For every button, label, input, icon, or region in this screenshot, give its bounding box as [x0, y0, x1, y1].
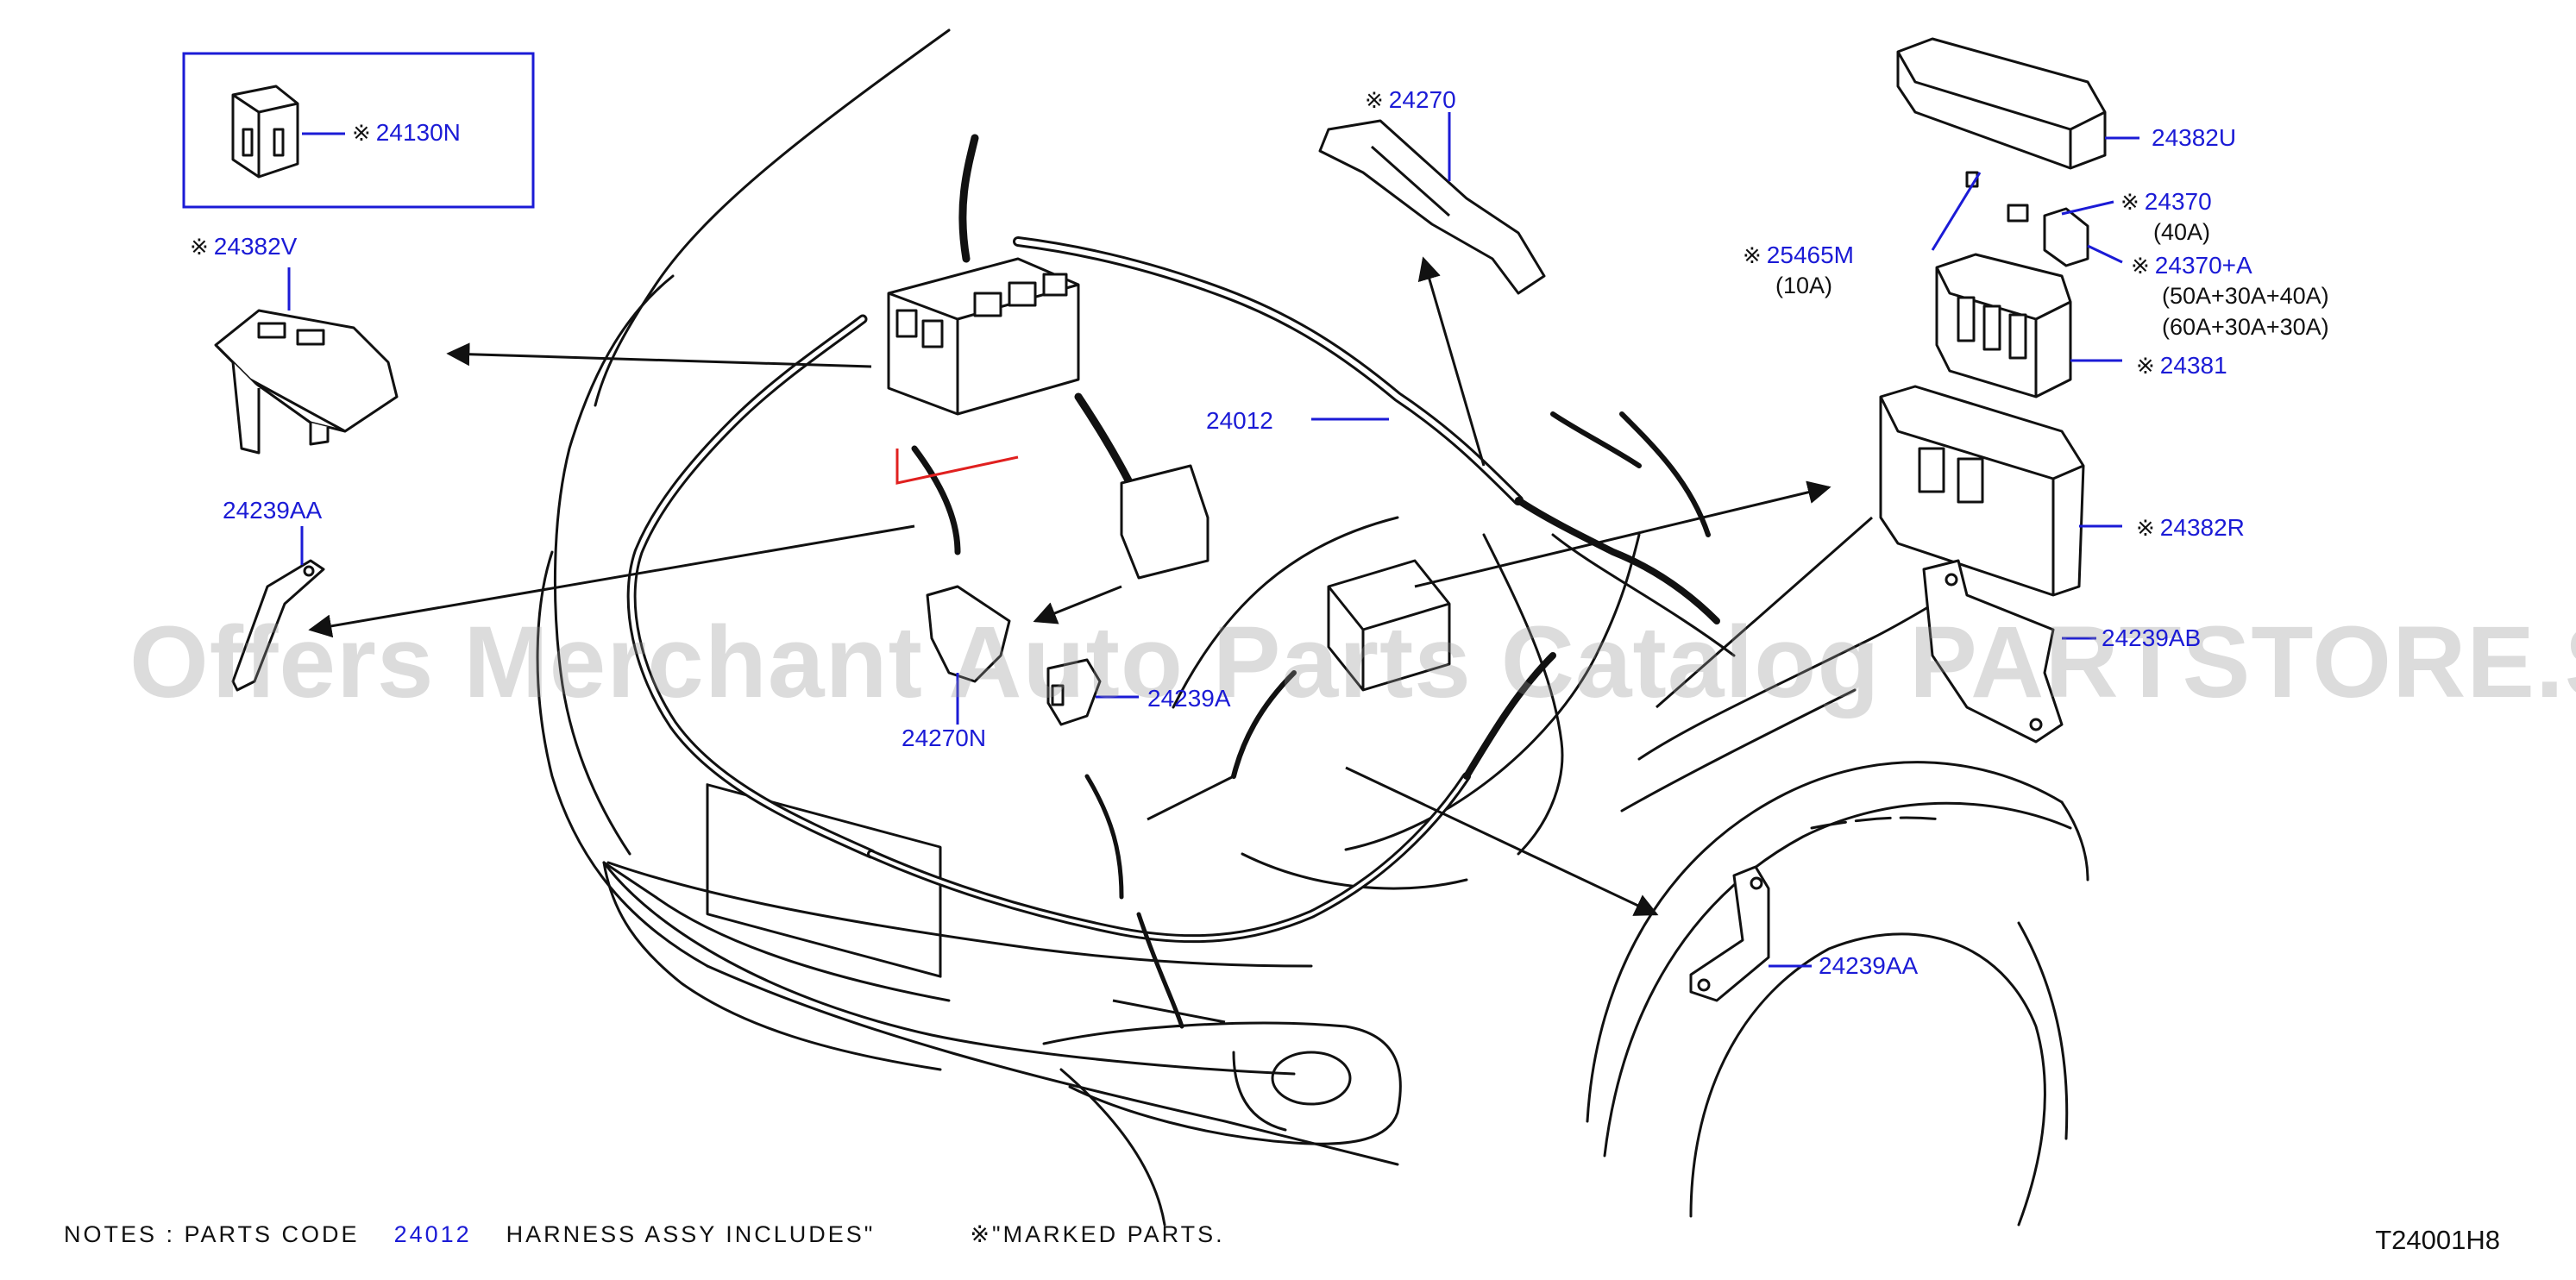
callout-text: 24130N [375, 119, 461, 146]
marked-symbol: ※ [970, 1221, 992, 1247]
callout-text: 24381 [2159, 352, 2227, 379]
relay-inset-frame [182, 52, 535, 209]
callout-text: 24270N [902, 725, 987, 751]
drawing-number: T24001H8 [2375, 1225, 2500, 1255]
part-24239AB-bracket [1922, 559, 2064, 744]
notes-parts-code[interactable]: 24012 [393, 1221, 472, 1247]
vehicle-body-outline [536, 28, 2089, 1227]
marked-symbol: ※ [2136, 515, 2155, 541]
marked-symbol: ※ [2136, 353, 2155, 379]
callout-text: 24012 [1206, 407, 1273, 434]
callout-text: 24239AB [2102, 624, 2202, 651]
callout-24012[interactable]: 24012 [1206, 409, 1273, 433]
part-24239AA-right-bracket [1689, 865, 1770, 1002]
callout-text: 24382U [2152, 124, 2237, 151]
callout-24130N[interactable]: ※24130N [352, 121, 461, 145]
callout-24382R[interactable]: ※24382R [2136, 516, 2245, 540]
part-24381-fuse-block [1935, 253, 2072, 398]
callout-24239A[interactable]: 24239A [1147, 687, 1231, 711]
callout-text: 24370+A [2154, 252, 2252, 279]
part-24239A-bracket [1046, 658, 1102, 726]
part-24239AA-left-bracket [231, 559, 325, 692]
marked-symbol: ※ [352, 120, 371, 146]
callout-text: 24239A [1147, 685, 1231, 712]
leader-lines [287, 112, 2139, 968]
callout-24239AA-right[interactable]: 24239AA [1819, 954, 1918, 978]
engine-room-relay-block [887, 257, 1451, 692]
callout-24370A-rating-2: (60A+30A+30A) [2162, 314, 2329, 340]
part-24270N-protector [926, 585, 1011, 683]
marked-symbol: ※ [2120, 189, 2139, 215]
notes-middle: HARNESS ASSY INCLUDES" [506, 1221, 876, 1247]
callout-24370-rating: (40A) [2153, 219, 2211, 245]
part-24270-cover [1318, 119, 1546, 295]
part-24130N-relay [231, 85, 299, 179]
callout-text: 24239AA [223, 497, 323, 524]
notes-line: NOTES : PARTS CODE 24012 HARNESS ASSY INCL… [64, 1221, 1225, 1248]
marked-symbol: ※ [2131, 253, 2150, 279]
marked-symbol: ※ [1743, 242, 1762, 268]
marked-symbol: ※ [1365, 87, 1384, 113]
callout-24239AB[interactable]: 24239AB [2102, 626, 2201, 650]
part-fuses-24370 [2007, 204, 2089, 267]
marked-symbol: ※ [190, 234, 209, 260]
callout-24270N[interactable]: 24270N [902, 726, 986, 750]
part-24382U-cover [1896, 37, 2107, 188]
callout-25465M-rating: (10A) [1775, 273, 1833, 298]
callout-text: 24239AA [1819, 952, 1919, 979]
direction-arrows [308, 256, 1873, 1024]
callout-24370A-rating-1: (50A+30A+40A) [2162, 283, 2329, 309]
highlight-lines [895, 449, 1019, 485]
notes-prefix: NOTES : PARTS CODE [64, 1221, 360, 1247]
callout-24382V[interactable]: ※24382V [190, 235, 297, 259]
callout-24370[interactable]: ※24370 [2120, 190, 2212, 214]
callout-text: 24270 [1388, 86, 1456, 113]
callout-text: 25465M [1766, 242, 1854, 268]
callout-24370A[interactable]: ※24370+A [2131, 254, 2252, 278]
notes-suffix: "MARKED PARTS. [992, 1221, 1225, 1247]
callout-24382U[interactable]: 24382U [2152, 126, 2236, 150]
callout-text: 24382V [213, 233, 298, 260]
part-24382V-bracket [214, 309, 399, 455]
callout-24381[interactable]: ※24381 [2136, 354, 2227, 378]
callout-text: 24382R [2159, 514, 2245, 541]
callout-text: 24370 [2144, 188, 2212, 215]
callout-24239AA-left[interactable]: 24239AA [223, 499, 322, 523]
callout-25465M[interactable]: ※25465M [1743, 243, 1854, 267]
main-wiring-harness [626, 134, 1720, 1029]
callout-24270[interactable]: ※24270 [1365, 88, 1456, 112]
part-24382R-housing [1879, 385, 2085, 597]
